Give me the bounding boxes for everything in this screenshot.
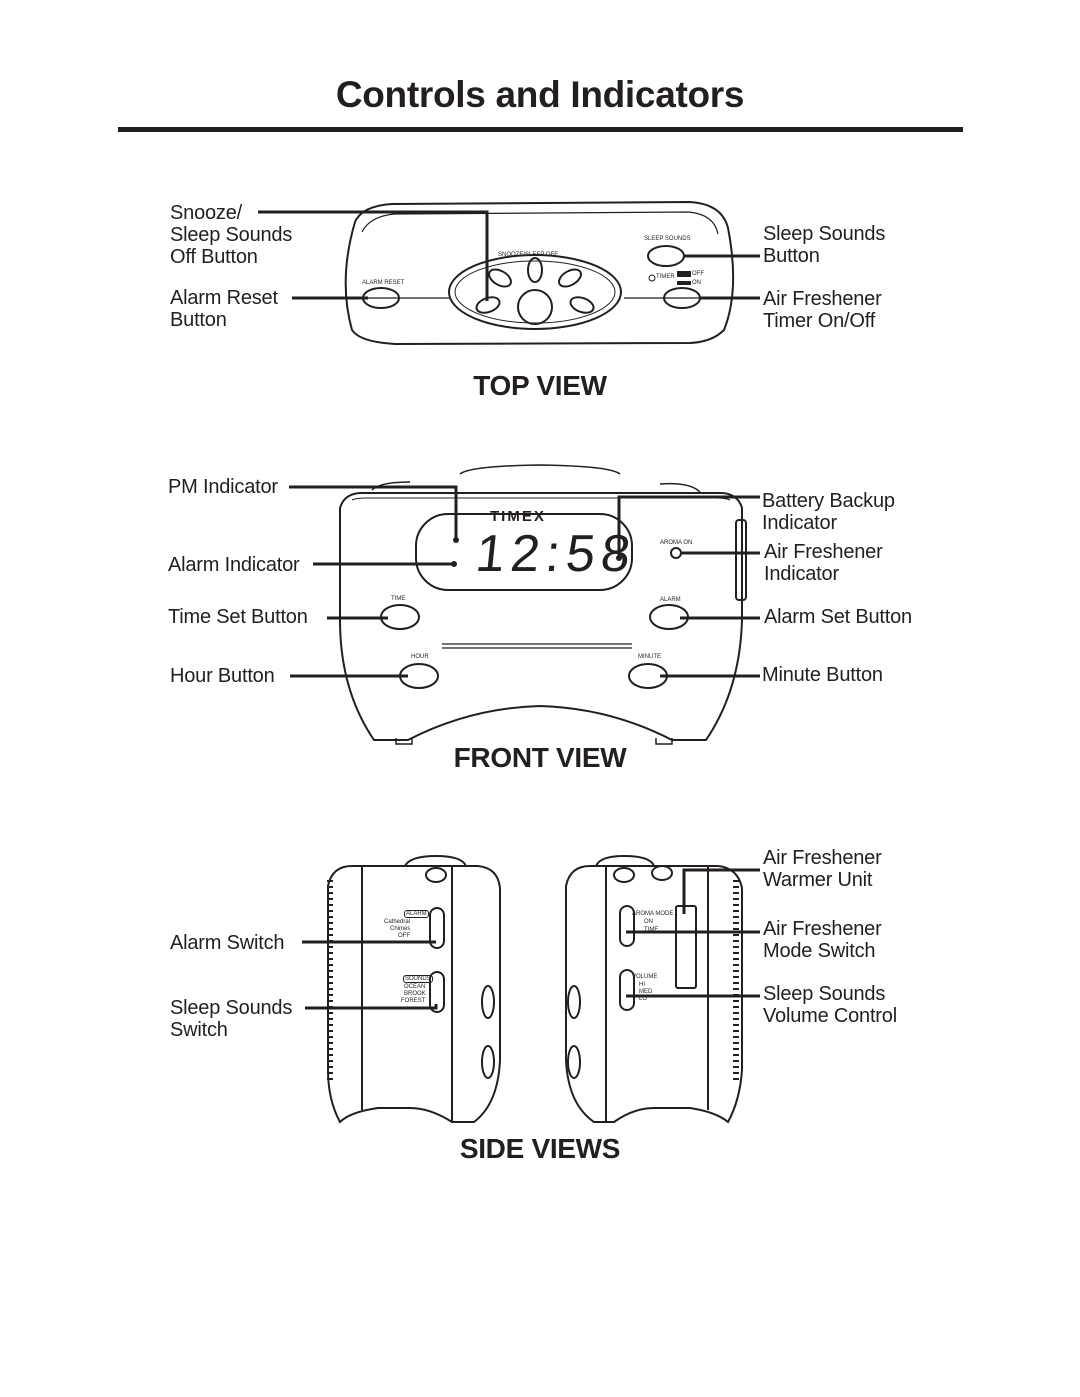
- sleep-sounds-button-shape: [647, 245, 685, 267]
- snooze-oval: [448, 254, 622, 330]
- snooze-button: [517, 289, 553, 325]
- mode-on-text: ON: [644, 919, 653, 925]
- front-view-heading: FRONT VIEW: [453, 742, 627, 773]
- left-side-body: [327, 865, 501, 1124]
- sleep-sounds-text: SLEEP SOUNDS: [644, 236, 691, 242]
- label-mode-switch: Air Freshener Mode Switch: [763, 918, 882, 962]
- alarm-button-text: ALARM: [660, 597, 681, 603]
- clock-display: 12:58: [472, 525, 640, 583]
- label-volume-control: Sleep Sounds Volume Control: [763, 983, 897, 1027]
- label-warmer-unit: Air Freshener Warmer Unit: [763, 847, 882, 891]
- volume-text: VOLUME: [632, 974, 658, 980]
- top-view-body: [344, 200, 735, 346]
- volume-hi-text: HI: [639, 982, 645, 988]
- page-title: Controls and Indicators: [335, 74, 745, 115]
- mode-time-text: TIME: [644, 927, 659, 933]
- side-views-heading: SIDE VIEWS: [459, 1133, 621, 1164]
- display-window: [415, 513, 633, 591]
- volume-med-text: MED: [639, 989, 653, 995]
- top-view-heading: TOP VIEW: [473, 370, 607, 401]
- label-battery-backup: Battery Backup Indicator: [762, 490, 895, 534]
- label-alarm-set-button: Alarm Set Button: [764, 606, 912, 628]
- volume-lo-text: LO: [639, 996, 648, 1002]
- sounds-switch-text: SOUNDS: [403, 975, 433, 983]
- alarm-switch-text: ALARM: [404, 910, 429, 918]
- label-alarm-switch: Alarm Switch: [170, 932, 285, 954]
- cathedral-text: Cathedral: [384, 919, 411, 925]
- label-snooze-button: Snooze/ Sleep Sounds Off Button: [170, 202, 293, 268]
- right-side-body: [565, 865, 743, 1124]
- label-air-freshener-timer: Air Freshener Timer On/Off: [763, 288, 882, 332]
- label-alarm-indicator: Alarm Indicator: [168, 554, 300, 576]
- alarm-off-text: OFF: [398, 933, 410, 939]
- alarm-reset-text: ALARM RESET: [362, 280, 405, 286]
- hour-button-text: HOUR: [411, 654, 429, 660]
- time-button-text: TIME: [391, 596, 406, 602]
- aroma-on-text: AROMA ON: [660, 540, 693, 546]
- label-air-freshener-indicator: Air Freshener Indicator: [764, 541, 883, 585]
- forest-text: FOREST: [401, 998, 426, 1004]
- label-minute-button: Minute Button: [762, 664, 883, 686]
- label-sleep-sounds-button: Sleep Sounds Button: [763, 223, 886, 267]
- brook-text: BROOK: [404, 991, 426, 997]
- front-view-body: [339, 492, 743, 741]
- label-alarm-reset-button: Alarm Reset Button: [170, 287, 278, 331]
- label-sleep-sounds-switch: Sleep Sounds Switch: [170, 997, 293, 1041]
- chimes-text: Chimes: [390, 926, 411, 932]
- aroma-mode-text: AROMA MODE: [632, 911, 674, 917]
- on-text: ON: [692, 280, 701, 286]
- label-pm-indicator: PM Indicator: [168, 476, 278, 498]
- snooze-sleep-off-text: SNOOZE/SLEEP OFF: [498, 252, 558, 258]
- title-divider: [118, 127, 963, 132]
- label-time-set-button: Time Set Button: [168, 606, 308, 628]
- off-text: OFF: [692, 271, 704, 277]
- label-hour-button: Hour Button: [170, 665, 275, 687]
- ocean-text: OCEAN: [404, 984, 426, 990]
- aroma-indicator-shape: [670, 547, 682, 559]
- brand-logo: TIMEX: [490, 508, 546, 525]
- timer-text: TIMER: [656, 274, 675, 280]
- minute-button-text: MINUTE: [638, 654, 661, 660]
